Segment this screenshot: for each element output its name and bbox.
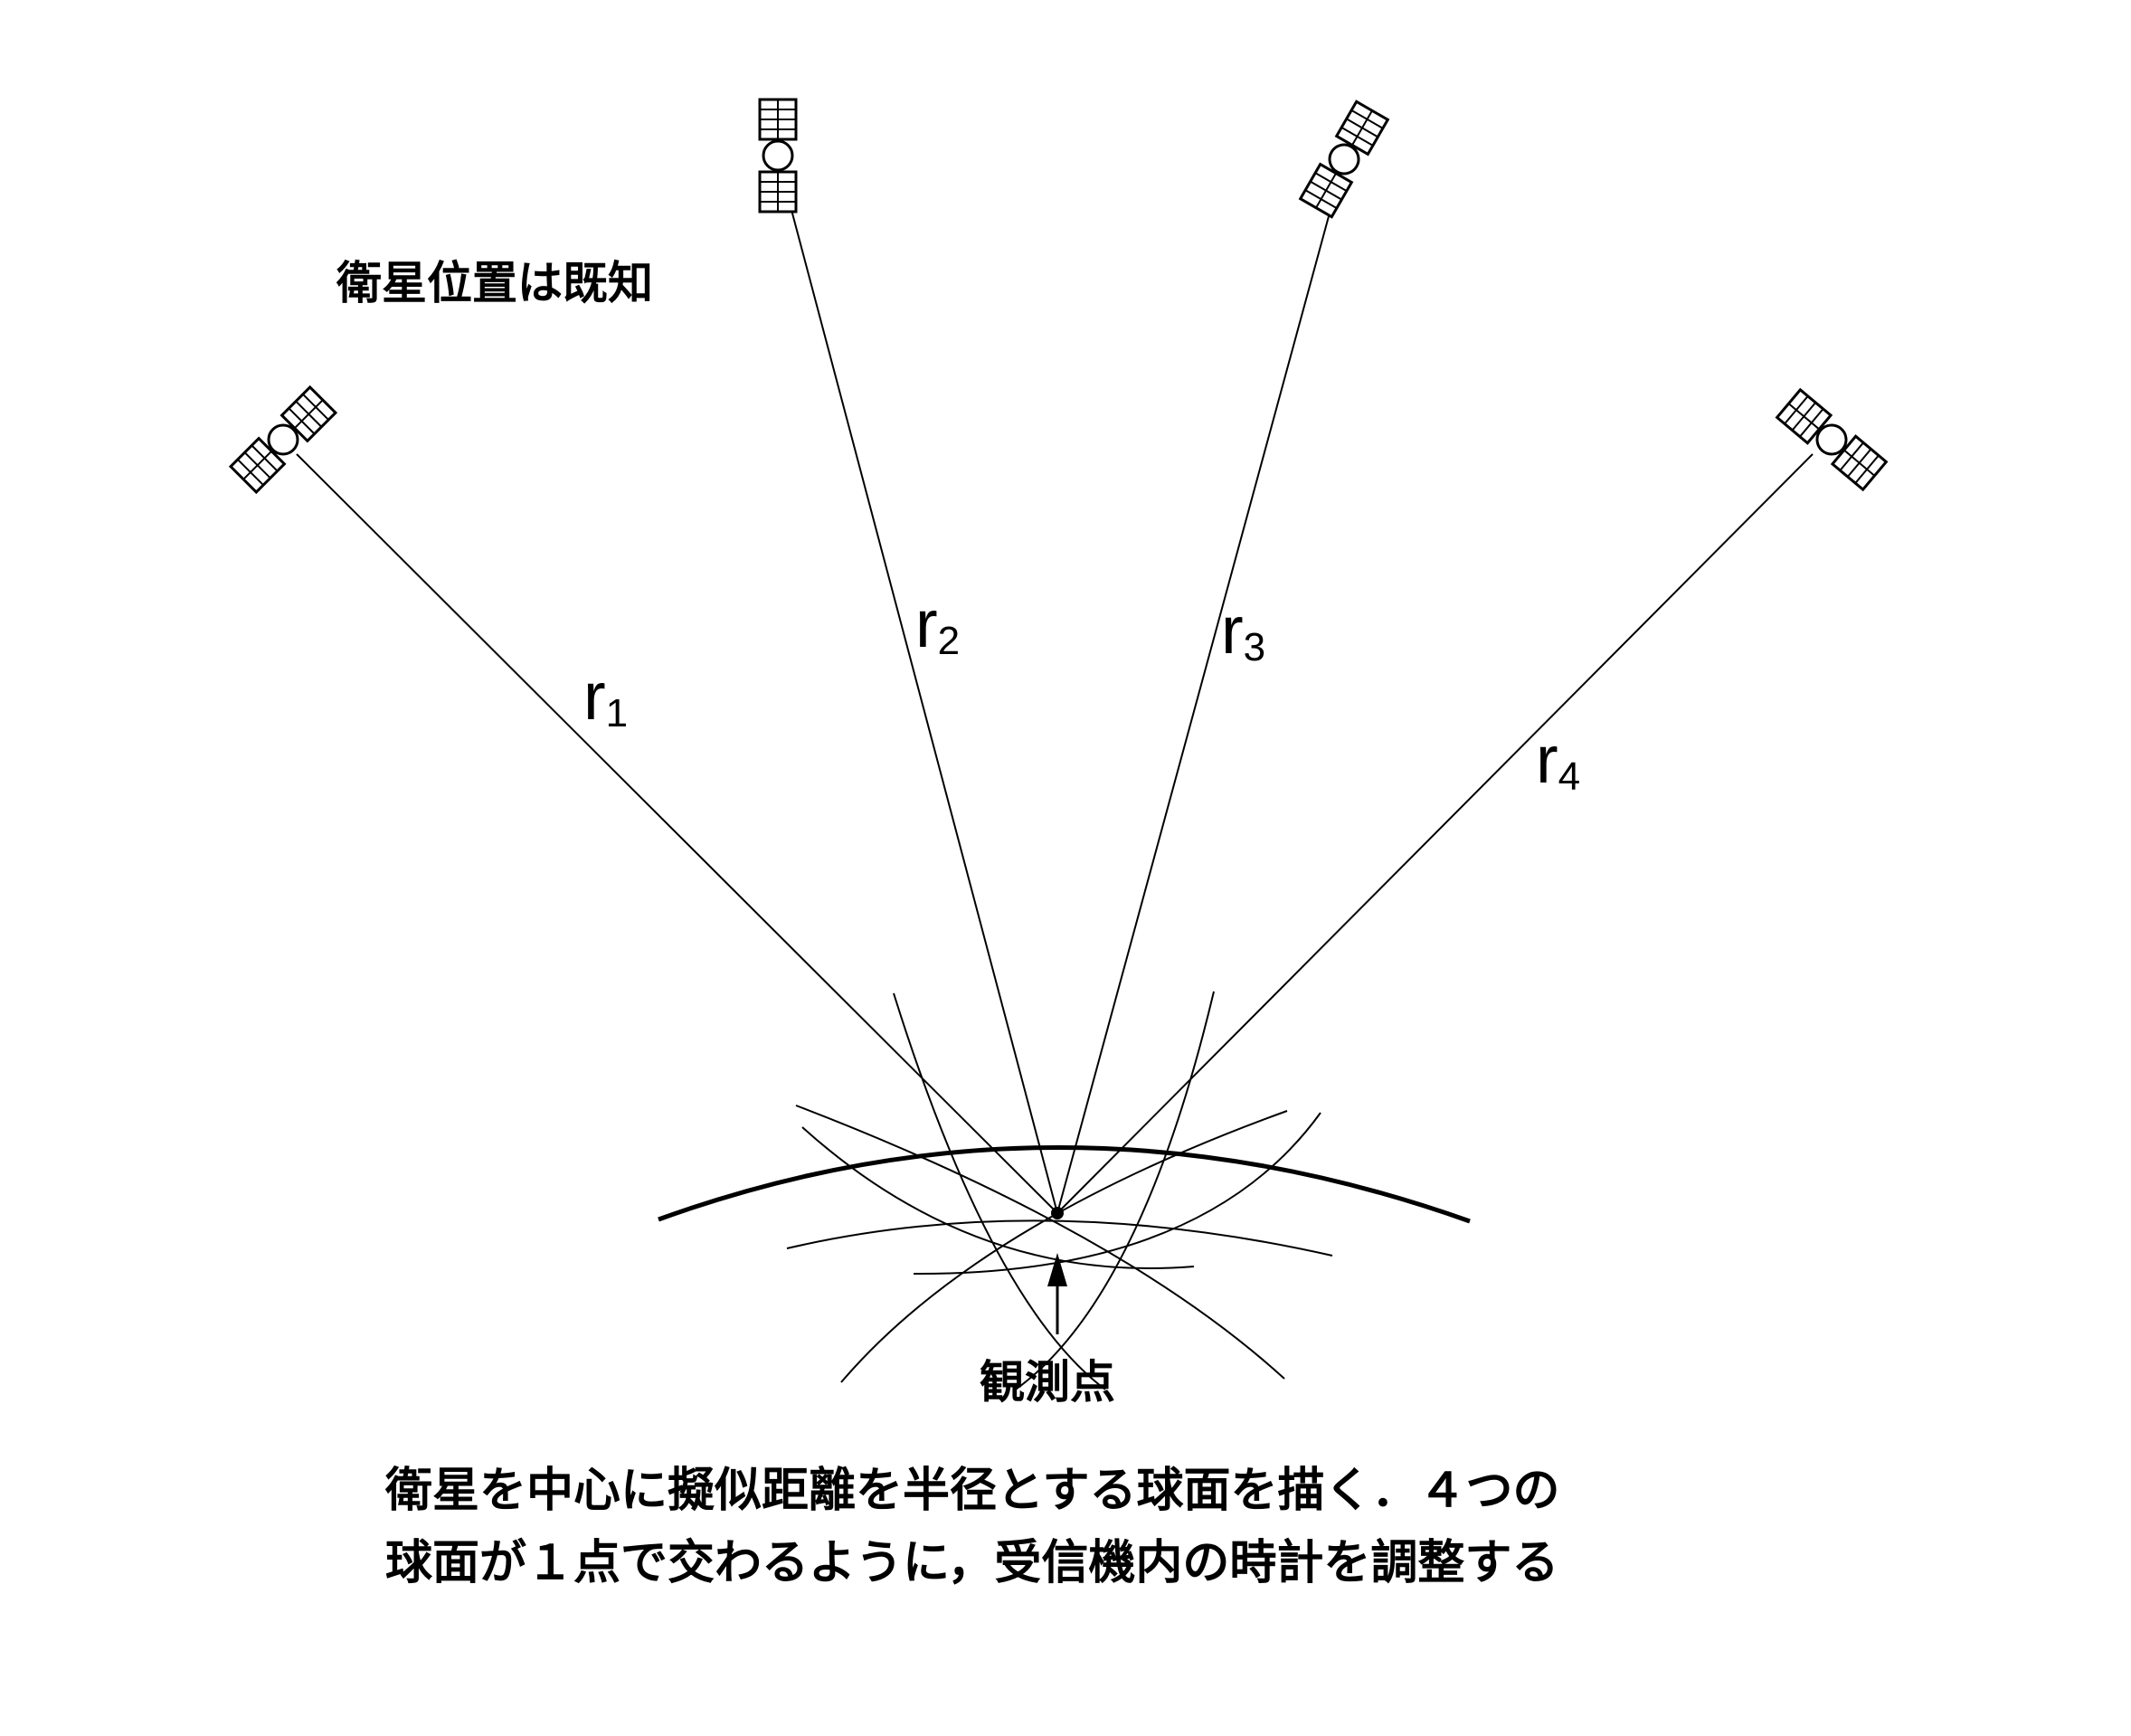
sphere-arc-2 xyxy=(893,992,1106,1390)
caption-line-2: 球面が１点で交わるように，受信機内の時計を調整する xyxy=(385,1536,1558,1590)
range-label-r2: r2 xyxy=(915,586,960,663)
range-line-4 xyxy=(1056,453,1814,1214)
satellite-1-icon xyxy=(228,384,338,495)
sphere-arc-4 xyxy=(913,1112,1321,1276)
observation-point-label: 観測点 xyxy=(980,1356,1115,1409)
range-label-r4: r4 xyxy=(1536,722,1580,799)
range-line-1 xyxy=(296,453,1058,1214)
sphere-arc-5 xyxy=(840,1110,1288,1383)
sphere-arc-6 xyxy=(795,1105,1285,1380)
earth-surface-arc xyxy=(658,1145,1471,1224)
caption-line-1: 衛星を中心に擬似距離を半径とする球面を描く．４つの xyxy=(384,1464,1559,1518)
satellite-2-icon xyxy=(758,98,798,213)
satellite-3-icon xyxy=(1298,100,1390,219)
observation-point-dot xyxy=(1051,1207,1064,1219)
sphere-arc-7 xyxy=(786,1219,1333,1257)
satellite-4-icon xyxy=(1775,387,1889,492)
range-lines xyxy=(296,178,1814,1214)
range-line-3 xyxy=(1056,185,1338,1214)
range-line-2 xyxy=(782,178,1058,1214)
range-label-r1: r1 xyxy=(583,659,628,735)
range-label-r3: r3 xyxy=(1221,593,1265,669)
sphere-surface-arcs xyxy=(786,991,1333,1392)
sphere-arc-3 xyxy=(1012,991,1215,1392)
observation-arrow-head xyxy=(1047,1253,1067,1286)
known-positions-label: 衛星位置は既知 xyxy=(336,257,653,309)
